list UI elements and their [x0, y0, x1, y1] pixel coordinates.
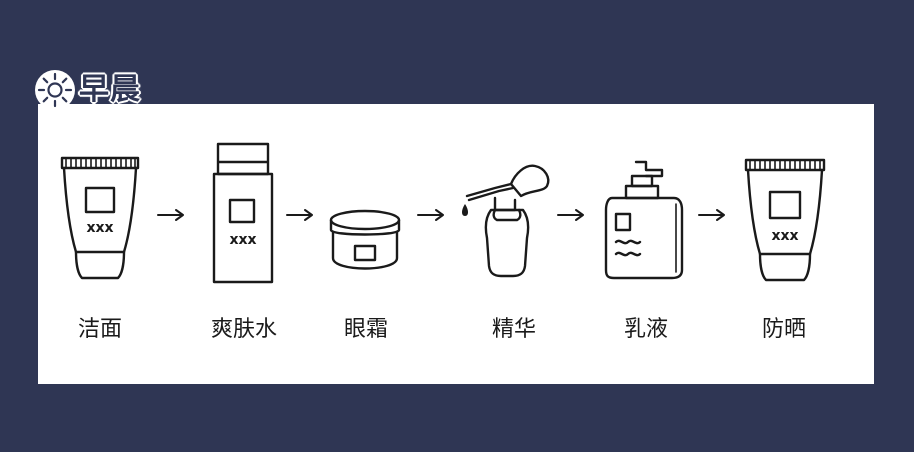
step-label-serum: 精华: [491, 317, 537, 342]
product-mark: xxx: [229, 232, 256, 248]
pump-bottle-icon: [604, 160, 684, 280]
section-title: 早晨: [79, 72, 141, 107]
step-label-toner: 爽肤水: [210, 317, 278, 342]
arrow-right-icon: [698, 209, 725, 221]
toner-bottle-icon: xxx: [212, 142, 274, 284]
product-mark: xxx: [771, 228, 798, 244]
tube-icon: xxx: [744, 158, 826, 282]
step-label-sunscreen: 防晒: [761, 317, 807, 342]
arrow-right-icon: [286, 209, 313, 221]
arrow-right-icon: [417, 209, 444, 221]
cream-jar-icon: [329, 209, 401, 270]
step-label-eye-cream: 眼霜: [343, 317, 389, 342]
dropper-bottle-icon: [462, 164, 550, 278]
arrow-right-icon: [557, 209, 584, 221]
section-header: 早晨: [33, 68, 141, 112]
product-mark: xxx: [86, 220, 113, 236]
sun-icon: [35, 70, 75, 110]
routine-panel: [38, 104, 874, 384]
tube-icon: xxx: [60, 156, 140, 280]
arrow-right-icon: [157, 209, 184, 221]
step-label-cleanser: 洁面: [77, 317, 123, 342]
step-label-lotion: 乳液: [623, 317, 669, 342]
